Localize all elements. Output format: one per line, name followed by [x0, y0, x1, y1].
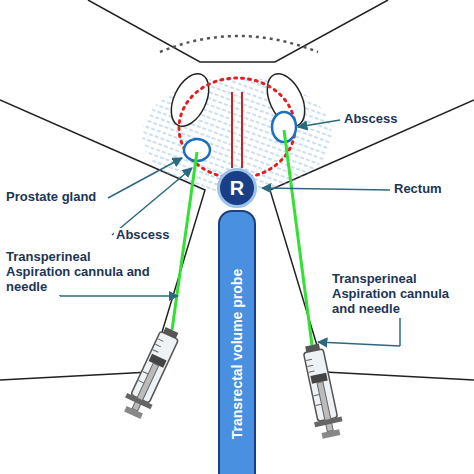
leader-line: [108, 158, 182, 198]
urethra: [231, 92, 233, 168]
probe-body: Transrectal volume probe: [218, 210, 256, 474]
aspiration-needle: [284, 130, 312, 345]
part-label: Rectum: [392, 182, 444, 197]
leader-line: [262, 188, 390, 190]
leader-line: [60, 295, 178, 297]
part-label: Prostate gland: [4, 190, 98, 205]
urethra: [241, 92, 243, 168]
seminal-vesicle: [164, 68, 217, 132]
leader-line: [298, 120, 340, 127]
leader-line: [318, 342, 400, 346]
instrument-label: Transperineal Aspiration cannula and nee…: [330, 272, 470, 317]
part-label: Abscess: [342, 112, 399, 127]
body-outline: [88, 0, 388, 62]
instrument-label: Transperineal Aspiration cannula and nee…: [4, 250, 158, 295]
leader-line: [112, 168, 192, 235]
probe-label: Transrectal volume probe: [229, 269, 245, 439]
aspiration-needle: [172, 152, 197, 330]
syringe: [120, 324, 185, 421]
rectum-circle: R: [217, 168, 257, 208]
syringe: [298, 342, 345, 440]
pubic-arc: [160, 36, 318, 52]
rectum-letter: R: [230, 177, 244, 200]
leader-line: [399, 318, 401, 346]
part-label: Abscess: [114, 228, 171, 243]
